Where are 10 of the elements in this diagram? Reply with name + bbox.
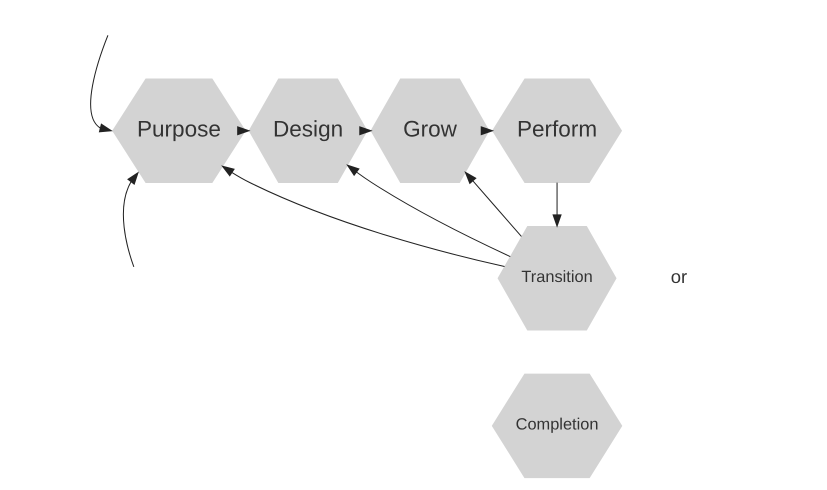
arrow <box>358 126 372 136</box>
label: or <box>670 266 687 287</box>
arrow <box>552 182 562 228</box>
arrow <box>220 165 504 268</box>
arrow <box>90 35 112 132</box>
arrow <box>346 164 510 258</box>
arrow <box>464 171 522 237</box>
arrow <box>236 126 250 136</box>
arrow <box>122 172 138 268</box>
arrow <box>480 126 494 136</box>
